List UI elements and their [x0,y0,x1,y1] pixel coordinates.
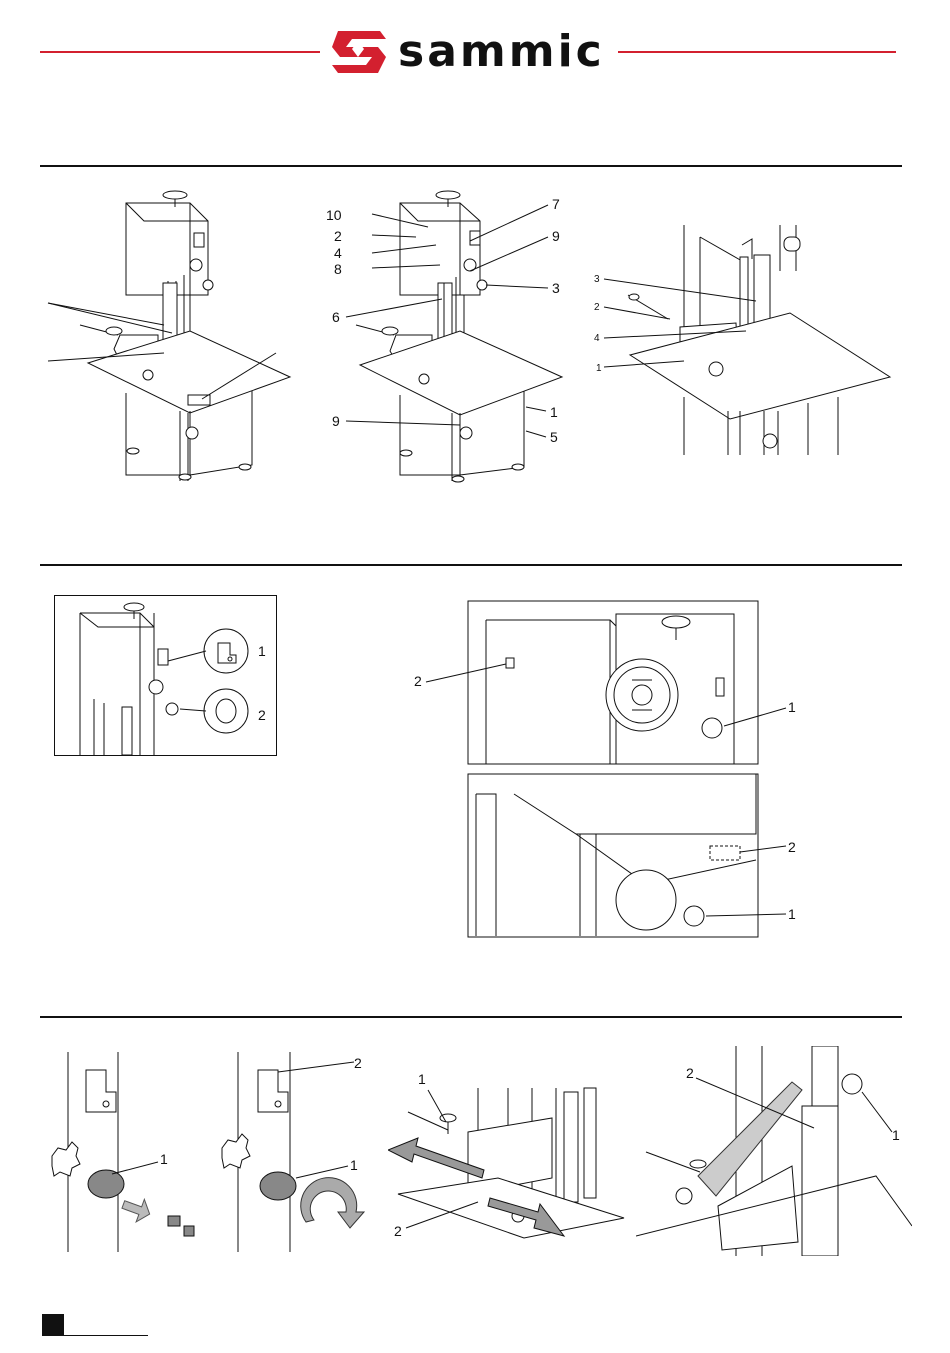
callout-1: 1 [258,643,266,659]
callout-2: 2 [354,1055,362,1071]
section-rule-1 [40,165,902,167]
band-saw-drawing [40,185,300,495]
callout-5: 5 [550,429,558,445]
callout-10: 10 [326,207,342,223]
page-number-tab [42,1314,64,1336]
key-insert-step: 1 [44,1052,214,1252]
labeled-band-saw-figure: 10 2 4 8 7 9 3 6 9 1 5 [320,185,580,495]
callout-2: 2 [394,1223,402,1239]
guide-adjust-step: 2 1 [636,1046,912,1256]
callout-3: 3 [594,274,600,285]
brand-name: sammic [398,30,605,74]
callout-9-top: 9 [552,228,560,244]
callout-2: 2 [334,228,342,244]
header-rule-left [40,51,320,53]
callout-7: 7 [552,196,560,212]
sammic-logo-icon [330,27,388,77]
callout-3: 3 [552,280,560,296]
callout-1-upper: 1 [788,699,796,715]
callout-2-upper: 2 [414,673,422,689]
section-rule-3 [40,1016,902,1018]
callout-1: 1 [550,404,558,420]
callout-2-lower: 2 [788,839,796,855]
callout-1: 1 [418,1071,426,1087]
callout-2: 2 [258,707,266,723]
key-rotate-step: 2 1 [216,1052,386,1252]
callout-1: 1 [160,1151,168,1167]
callout-1: 1 [596,363,602,374]
callout-1: 1 [892,1127,900,1143]
callout-2: 2 [594,302,600,313]
callout-4: 4 [334,245,342,261]
footer-rule [64,1335,148,1336]
callout-1: 1 [350,1157,358,1173]
blade-guide-detail-figure: 3 2 4 1 [590,215,920,465]
table-slide-step: 1 2 [388,1068,628,1258]
callout-1-lower: 1 [788,906,796,922]
callout-9-bottom: 9 [332,413,340,429]
safety-microswitch-figure: 2 1 2 1 [410,600,810,940]
callout-6: 6 [332,309,340,325]
callout-8: 8 [334,261,342,277]
callout-4: 4 [594,333,600,344]
header-rule-right [618,51,896,53]
section-rule-2 [40,564,902,566]
callout-2: 2 [686,1065,694,1081]
switch-detail-figure: 1 2 [54,595,278,757]
